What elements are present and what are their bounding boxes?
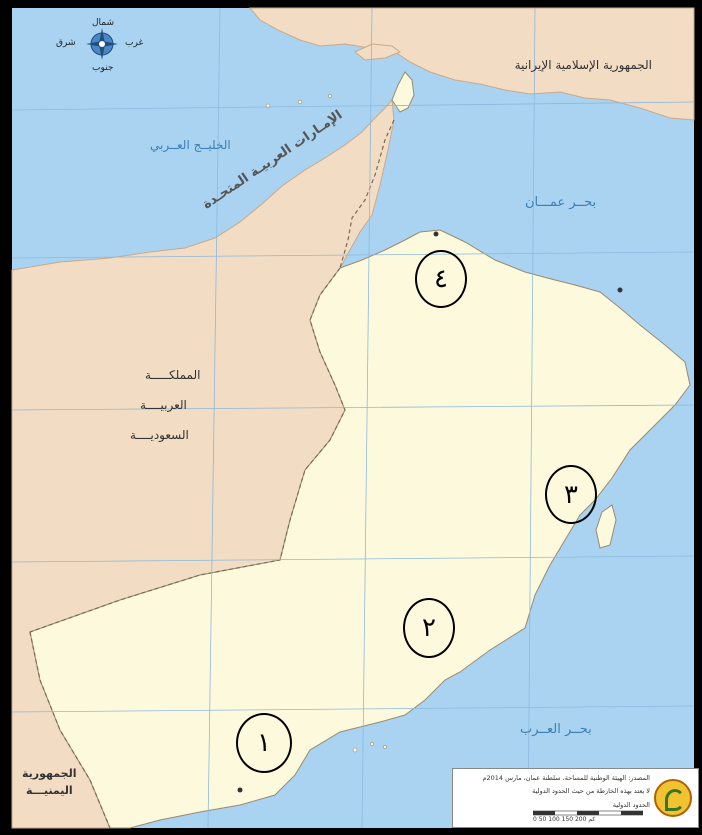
- marker-4: ٤: [415, 250, 467, 308]
- yemen-label-2: اليمنيـــة: [26, 784, 73, 797]
- oman-land: [29, 229, 691, 829]
- island: [297, 99, 303, 105]
- island: [352, 747, 358, 753]
- marker-1: ١: [236, 713, 292, 773]
- compass-west-label: غرب: [125, 38, 144, 48]
- yemen-label-1: الجمهورية: [22, 767, 77, 780]
- qeshm-island: [354, 43, 402, 61]
- marker-3: ٣: [545, 465, 597, 524]
- legend-scale-text: 0 50 100 150 200 كم: [533, 816, 596, 823]
- sea-of-oman-label: بحــر عمـــان: [525, 195, 597, 210]
- compass-south-label: جنوب: [92, 63, 114, 73]
- masirah-island: [595, 504, 617, 549]
- compass-north-label: شمال: [92, 18, 115, 28]
- arabian-gulf-label: الخليــج العــربي: [150, 138, 231, 152]
- compass-rose: [86, 28, 118, 60]
- iran-label: الجمهورية الإسلامية الإيرانية: [514, 58, 652, 72]
- legend-scale-bar: [533, 810, 643, 816]
- graticule: [11, 7, 695, 829]
- survey-logo-icon: [654, 779, 692, 817]
- musandam-land: [391, 71, 415, 113]
- saudi-label-2: العربيــــة: [140, 398, 187, 412]
- city-dot: [433, 231, 439, 237]
- arabian-sea-label: بحــر العــرب: [520, 722, 592, 737]
- legend-box: المصدر: الهيئة الوطنية للمساحة، سلطنة عم…: [452, 768, 699, 828]
- saudi-label-1: المملكـــــة: [145, 368, 201, 382]
- island: [370, 742, 374, 746]
- legend-note-boundary: الحدود الدولية: [612, 801, 650, 809]
- border-yemen-oman: [29, 631, 111, 829]
- compass-east-label: شرق: [56, 38, 76, 48]
- iran-land: [248, 7, 695, 121]
- legend-note-disclaimer: لا يعتد بهذه الخارطة من حيث الحدود الدول…: [532, 787, 650, 795]
- city-dot: [237, 787, 243, 793]
- island: [328, 94, 332, 98]
- border-saudi-oman: [29, 267, 346, 633]
- city-dot: [617, 287, 623, 293]
- island: [383, 745, 387, 749]
- saudi-label-3: السعوديــــة: [130, 428, 189, 442]
- border-uae-oman: [339, 119, 395, 269]
- marker-2: ٢: [403, 598, 455, 658]
- legend-note-source: المصدر: الهيئة الوطنية للمساحة، سلطنة عم…: [482, 774, 650, 782]
